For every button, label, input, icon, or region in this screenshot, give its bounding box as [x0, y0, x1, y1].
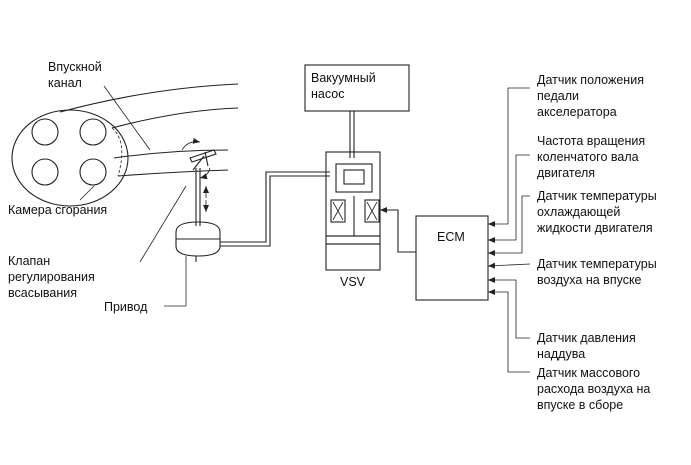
valve-label-2: регулирования: [8, 270, 95, 284]
vacuum-pump-label-2: насос: [311, 87, 344, 101]
intake-control-valve: [181, 137, 217, 180]
label-leaders: [79, 85, 187, 307]
sensor-1-line1: Датчик положения: [537, 73, 644, 87]
valve-label-1: Клапан: [8, 254, 50, 268]
sensor-6-line2: расхода воздуха на: [537, 382, 650, 396]
vacuum-pump: [304, 64, 410, 112]
sensor-4-line1: Датчик температуры: [537, 257, 657, 271]
intake-port: [59, 83, 239, 177]
sensor-6-line3: впуске в сборе: [537, 398, 623, 412]
sensor-3-line3: жидкости двигателя: [537, 221, 653, 235]
sensor-5-line1: Датчик давления: [537, 331, 636, 345]
sensor-2-line2: коленчатого вала: [537, 150, 639, 164]
ecm-to-vsv-line: [380, 207, 416, 253]
vsv-valve: [325, 151, 381, 271]
sensor-leaders: [487, 87, 531, 373]
combustion-chamber-label: Камера сгорания: [8, 203, 107, 217]
combustion-chamber: [11, 109, 129, 207]
sensor-1-line2: педали: [537, 89, 579, 103]
sensor-6-line1: Датчик массового: [537, 366, 640, 380]
ecm-unit: [415, 215, 489, 301]
sensor-5-line2: наддува: [537, 347, 585, 361]
sensor-3-line1: Датчик температуры: [537, 189, 657, 203]
vacuum-pump-label-1: Вакуумный: [311, 71, 376, 85]
sensor-4-line2: воздуха на впуске: [537, 273, 642, 287]
vsv-label: VSV: [340, 275, 366, 289]
ecm-label: ECM: [437, 230, 465, 244]
intake-port-label-1: Впускной: [48, 60, 102, 74]
actuator-label: Привод: [104, 300, 148, 314]
sensor-2-line3: двигателя: [537, 166, 595, 180]
actuator-rod: [195, 168, 209, 226]
sensor-1-line3: акселератора: [537, 105, 617, 119]
pump-to-vsv-line: [349, 111, 355, 158]
actuator: [175, 221, 221, 262]
sensor-3-line2: охлаждающей: [537, 205, 620, 219]
valve-label-3: всасывания: [8, 286, 77, 300]
intake-port-label-2: канал: [48, 76, 82, 90]
vacuum-hose: [220, 171, 330, 247]
sensor-2-line1: Частота вращения: [537, 134, 645, 148]
